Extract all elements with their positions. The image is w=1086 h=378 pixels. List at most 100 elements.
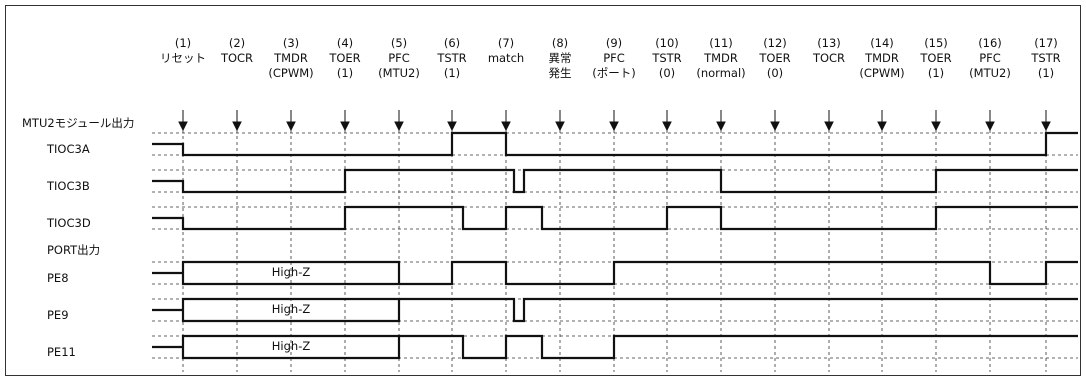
- step-number: (14): [870, 36, 894, 50]
- step-line-1: PFC: [388, 51, 410, 65]
- step-number: (17): [1034, 36, 1058, 50]
- waveform-pe9-active: [399, 297, 1078, 323]
- down-arrow-icon: [340, 110, 350, 132]
- step-header-15: (15) TOER (1): [919, 36, 951, 80]
- step-number: (10): [655, 36, 679, 50]
- step-number: (5): [391, 36, 407, 50]
- down-arrow-icon: [178, 110, 188, 132]
- step-line-1: TMDR: [273, 51, 308, 65]
- step-line-1: TMDR: [864, 51, 899, 65]
- step-number: (13): [817, 36, 841, 50]
- step-arrows: [178, 110, 1051, 132]
- down-arrow-icon: [716, 110, 726, 132]
- step-line-1: TOCR: [812, 51, 845, 65]
- step-headers: (1) リセット (2) TOCR (3) TMDR (CPWM) (4) TO…: [160, 36, 1061, 80]
- step-header-11: (11) TMDR (normal): [696, 36, 745, 80]
- waveform-pe9: [152, 297, 401, 323]
- step-line-2: (MTU2): [969, 66, 1011, 80]
- step-header-2: (2) TOCR: [220, 36, 253, 65]
- signal-label: TIOC3A: [46, 142, 90, 156]
- step-number: (6): [444, 36, 460, 50]
- down-arrow-icon: [662, 110, 672, 132]
- section-label-mtu2: MTU2モジュール出力: [22, 116, 134, 130]
- step-line-2: (1): [1038, 66, 1054, 80]
- step-number: (12): [763, 36, 787, 50]
- step-number: (3): [283, 36, 299, 50]
- step-line-2: 発生: [549, 66, 572, 80]
- step-header-5: (5) PFC (MTU2): [378, 36, 420, 80]
- step-header-6: (6) TSTR (1): [436, 36, 466, 80]
- step-line-2: (CPWM): [268, 66, 313, 80]
- step-header-8: (8) 異常 発生: [549, 36, 572, 80]
- step-line-1: TSTR: [1030, 51, 1060, 65]
- waveform-tioc3a: [152, 131, 1078, 157]
- hiz-label-pe8: High-Z: [272, 265, 311, 279]
- step-number: (2): [229, 36, 245, 50]
- step-header-14: (14) TMDR (CPWM): [859, 36, 904, 80]
- step-guides: [182, 118, 1047, 372]
- step-header-12: (12) TOER (0): [758, 36, 790, 80]
- waveform-tioc3d: [152, 205, 1078, 231]
- step-header-17: (17) TSTR (1): [1030, 36, 1060, 80]
- step-line-1: TOCR: [220, 51, 253, 65]
- down-arrow-icon: [1041, 110, 1051, 132]
- step-line-2: (ポート): [592, 66, 635, 80]
- step-header-1: (1) リセット: [160, 36, 206, 65]
- section-label-port: PORT出力: [47, 243, 100, 257]
- down-arrow-icon: [824, 110, 834, 132]
- step-line-1: TOER: [758, 51, 790, 65]
- signal-label: PE11: [47, 345, 76, 359]
- diagram-frame: [5, 5, 1081, 376]
- signal-label: TIOC3D: [46, 216, 91, 230]
- signal-label: PE8: [47, 271, 69, 285]
- step-line-1: リセット: [160, 51, 206, 65]
- down-arrow-icon: [555, 110, 565, 132]
- step-number: (8): [552, 36, 568, 50]
- step-number: (1): [175, 36, 191, 50]
- waveform-tioc3b: [152, 168, 1078, 194]
- down-arrow-icon: [501, 110, 511, 132]
- hiz-label-pe9: High-Z: [272, 302, 311, 316]
- step-line-1: TOER: [328, 51, 360, 65]
- step-header-3: (3) TMDR (CPWM): [268, 36, 313, 80]
- step-number: (15): [924, 36, 948, 50]
- step-line-2: (1): [337, 66, 353, 80]
- down-arrow-icon: [609, 110, 619, 132]
- step-line-2: (CPWM): [859, 66, 904, 80]
- step-number: (16): [978, 36, 1002, 50]
- step-header-10: (10) TSTR (0): [651, 36, 681, 80]
- down-arrow-icon: [232, 110, 242, 132]
- down-arrow-icon: [770, 110, 780, 132]
- step-line-2: (1): [928, 66, 944, 80]
- step-header-7: (7) match: [488, 36, 524, 65]
- step-number: (4): [337, 36, 353, 50]
- step-number: (7): [498, 36, 514, 50]
- step-number: (11): [709, 36, 733, 50]
- down-arrow-icon: [877, 110, 887, 132]
- waveform-pe11: [152, 334, 401, 360]
- down-arrow-icon: [985, 110, 995, 132]
- down-arrow-icon: [286, 110, 296, 132]
- step-line-1: TOER: [919, 51, 951, 65]
- step-header-13: (13) TOCR: [812, 36, 845, 65]
- step-line-2: (0): [659, 66, 675, 80]
- step-line-1: PFC: [603, 51, 625, 65]
- signal-label: TIOC3B: [46, 179, 90, 193]
- down-arrow-icon: [394, 110, 404, 132]
- step-line-1: TSTR: [436, 51, 466, 65]
- step-line-2: (0): [767, 66, 783, 80]
- step-line-1: 異常: [549, 51, 572, 65]
- down-arrow-icon: [931, 110, 941, 132]
- step-line-1: PFC: [979, 51, 1001, 65]
- step-number: (9): [606, 36, 622, 50]
- waveform-pe8-active: [399, 260, 1078, 286]
- signal-label: PE9: [47, 308, 69, 322]
- waveform-pe11-active: [399, 334, 1078, 360]
- step-line-1: TSTR: [651, 51, 681, 65]
- step-header-9: (9) PFC (ポート): [592, 36, 635, 80]
- step-line-2: (MTU2): [378, 66, 420, 80]
- step-line-1: match: [488, 51, 524, 65]
- step-header-16: (16) PFC (MTU2): [969, 36, 1011, 80]
- step-line-1: TMDR: [703, 51, 738, 65]
